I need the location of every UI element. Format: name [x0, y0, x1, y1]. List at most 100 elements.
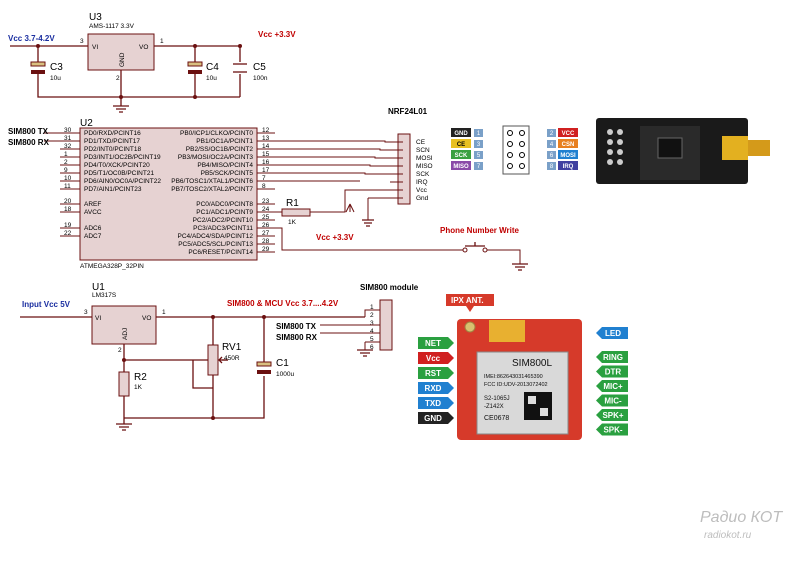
- junction: [211, 315, 215, 319]
- u2-pin-number: 15: [262, 151, 270, 158]
- simmod-pin-number: 5: [370, 336, 374, 343]
- u2-pin-label: AVCC: [84, 209, 102, 216]
- watermark-line1: Радио КОТ: [700, 509, 783, 526]
- cap-c3: C3 10u: [30, 61, 63, 82]
- u2-pin-label: PD7/AIN1/PCINT23: [84, 186, 142, 193]
- u2-pin-number: 12: [262, 127, 270, 134]
- board-capacitor: [489, 320, 525, 342]
- c3-value: 10u: [50, 75, 61, 82]
- nrf-left-tag-label: MISO: [453, 164, 469, 170]
- u2-pin-number: 25: [262, 214, 270, 221]
- simmod-pin-number: 6: [370, 344, 374, 351]
- nrf-pin-label: MOSI: [416, 155, 433, 162]
- u1-vout-label: SIM800 & MCU Vcc 3.7....4.2V: [227, 299, 339, 308]
- u3-vo: VO: [139, 44, 148, 51]
- vout-label: Vcc +3.3V: [258, 30, 296, 39]
- junction: [193, 44, 197, 48]
- u1-body: [91, 305, 157, 345]
- ipx-ant-label: IPX ANT.: [451, 296, 484, 305]
- u3-gnd: GND: [119, 52, 126, 67]
- nrf-left-tag-label: CE: [457, 142, 465, 148]
- board-pin-label: MIC-: [604, 397, 622, 406]
- nrf-right-num: 2: [550, 131, 554, 137]
- pushbutton-symbol[interactable]: [465, 242, 485, 247]
- board-pin-tag: [596, 409, 628, 421]
- vin-label: Vcc 3.7-4.2V: [8, 34, 55, 43]
- u2-pin-label: PB3/MOSI/OC2A/PCINT3: [178, 154, 254, 161]
- board-pin-tag: [418, 412, 454, 424]
- board-s2: -Z142X: [484, 404, 504, 410]
- c5-value: 100n: [253, 75, 268, 82]
- board-pin-tag: [418, 337, 454, 349]
- rv1-ref: RV1: [222, 342, 242, 353]
- u2-pin-number: 1: [64, 151, 68, 158]
- simmod-title: SIM800 module: [360, 283, 419, 292]
- simmod-wires: [320, 309, 380, 350]
- board-pin-tag: [596, 380, 628, 392]
- simmod-connector: [379, 299, 393, 351]
- nrf-right-tag: [558, 139, 578, 148]
- nrf-right-tag-label: MOSI: [560, 153, 576, 159]
- junction: [238, 44, 242, 48]
- u3-p3: 3: [80, 38, 84, 45]
- u2-pin-label: PD3/INT1/OC2B/PCINT19: [84, 154, 161, 161]
- nrf-right-tag-label: CSN: [562, 142, 575, 148]
- nrf-left-tag: [451, 161, 471, 170]
- board-pin-tag: [596, 351, 628, 363]
- u2-sim-tx-label: SIM800 TX: [8, 127, 49, 136]
- nrf-left-tag-label: GND: [454, 131, 468, 137]
- ground-symbol: [113, 105, 129, 113]
- nrf-pin: [607, 129, 613, 135]
- cap-c5: C5 100n: [233, 62, 268, 82]
- rv1-wiper: [218, 356, 228, 364]
- ground-symbol: [512, 263, 528, 271]
- board-pin-label: MIC+: [603, 382, 623, 391]
- u1-p2: 2: [118, 347, 122, 354]
- board-pin-label: NET: [425, 339, 441, 348]
- c5-ref: C5: [253, 62, 266, 73]
- u2-pin-label: PB2/SS/OC1B/PCINT2: [186, 146, 254, 153]
- board-fcc: FCC ID:UDV-2013072402: [484, 382, 548, 388]
- u2-right-pins: 12PB0/ICP1/CLKO/PCINT013PB1/OC1A/PCINT11…: [171, 127, 275, 256]
- nrf-pin-label: Vcc: [416, 187, 428, 194]
- u2-pin-label: PD4/T0/XCK/PCINT20: [84, 162, 150, 169]
- nrf-left-tag: [451, 128, 471, 137]
- ipx-ant-arrow: [466, 306, 474, 312]
- ground-symbol: [116, 418, 132, 431]
- sim800l-board: SIM800L IMEI:862643031465390 FCC ID:UDV-…: [457, 319, 582, 440]
- u2-ref: U2: [80, 118, 93, 129]
- u2-pin-label: PB1/OC1A/PCINT1: [196, 138, 253, 145]
- u2-pin-label: PB0/ICP1/CLKO/PCINT0: [180, 130, 253, 137]
- u2-pin-label: PC1/ADC1/PCINT9: [196, 209, 253, 216]
- nrf-vcc-label: Vcc +3.3V: [316, 233, 354, 242]
- u2-pin-number: 27: [262, 230, 270, 237]
- u2-pin-label: PD2/INT0/PCINT18: [84, 146, 141, 153]
- nrf-left-num: 5: [477, 153, 481, 159]
- vcc-arrow: [345, 203, 355, 213]
- nrf-num-box: [474, 129, 483, 137]
- board-pin-label: GND: [424, 414, 442, 423]
- u2-pin-number: 30: [64, 127, 72, 134]
- u2-part: ATMEGA328P_32PIN: [80, 263, 144, 270]
- nrf-num-box: [474, 162, 483, 170]
- phone-label: Phone Number Write: [440, 226, 520, 235]
- board-ce: CE0678: [484, 415, 509, 422]
- u2-pin-number: 31: [64, 135, 72, 142]
- board-pin-tag: [418, 382, 454, 394]
- cap-c4: C4 10u: [187, 61, 219, 82]
- c1-value: 1000u: [276, 371, 294, 378]
- nrf-pin: [617, 129, 623, 135]
- u1-p1: 1: [162, 309, 166, 316]
- u2-pin-number: 24: [262, 206, 270, 213]
- u2-pin-number: 8: [262, 183, 266, 190]
- c1-ref: C1: [276, 358, 289, 369]
- u2-pin-label: PD1/TXD/PCINT17: [84, 138, 140, 145]
- c1-plate: [257, 370, 271, 374]
- r2-ref: R2: [134, 372, 147, 383]
- u2-pin-number: 7: [262, 175, 266, 182]
